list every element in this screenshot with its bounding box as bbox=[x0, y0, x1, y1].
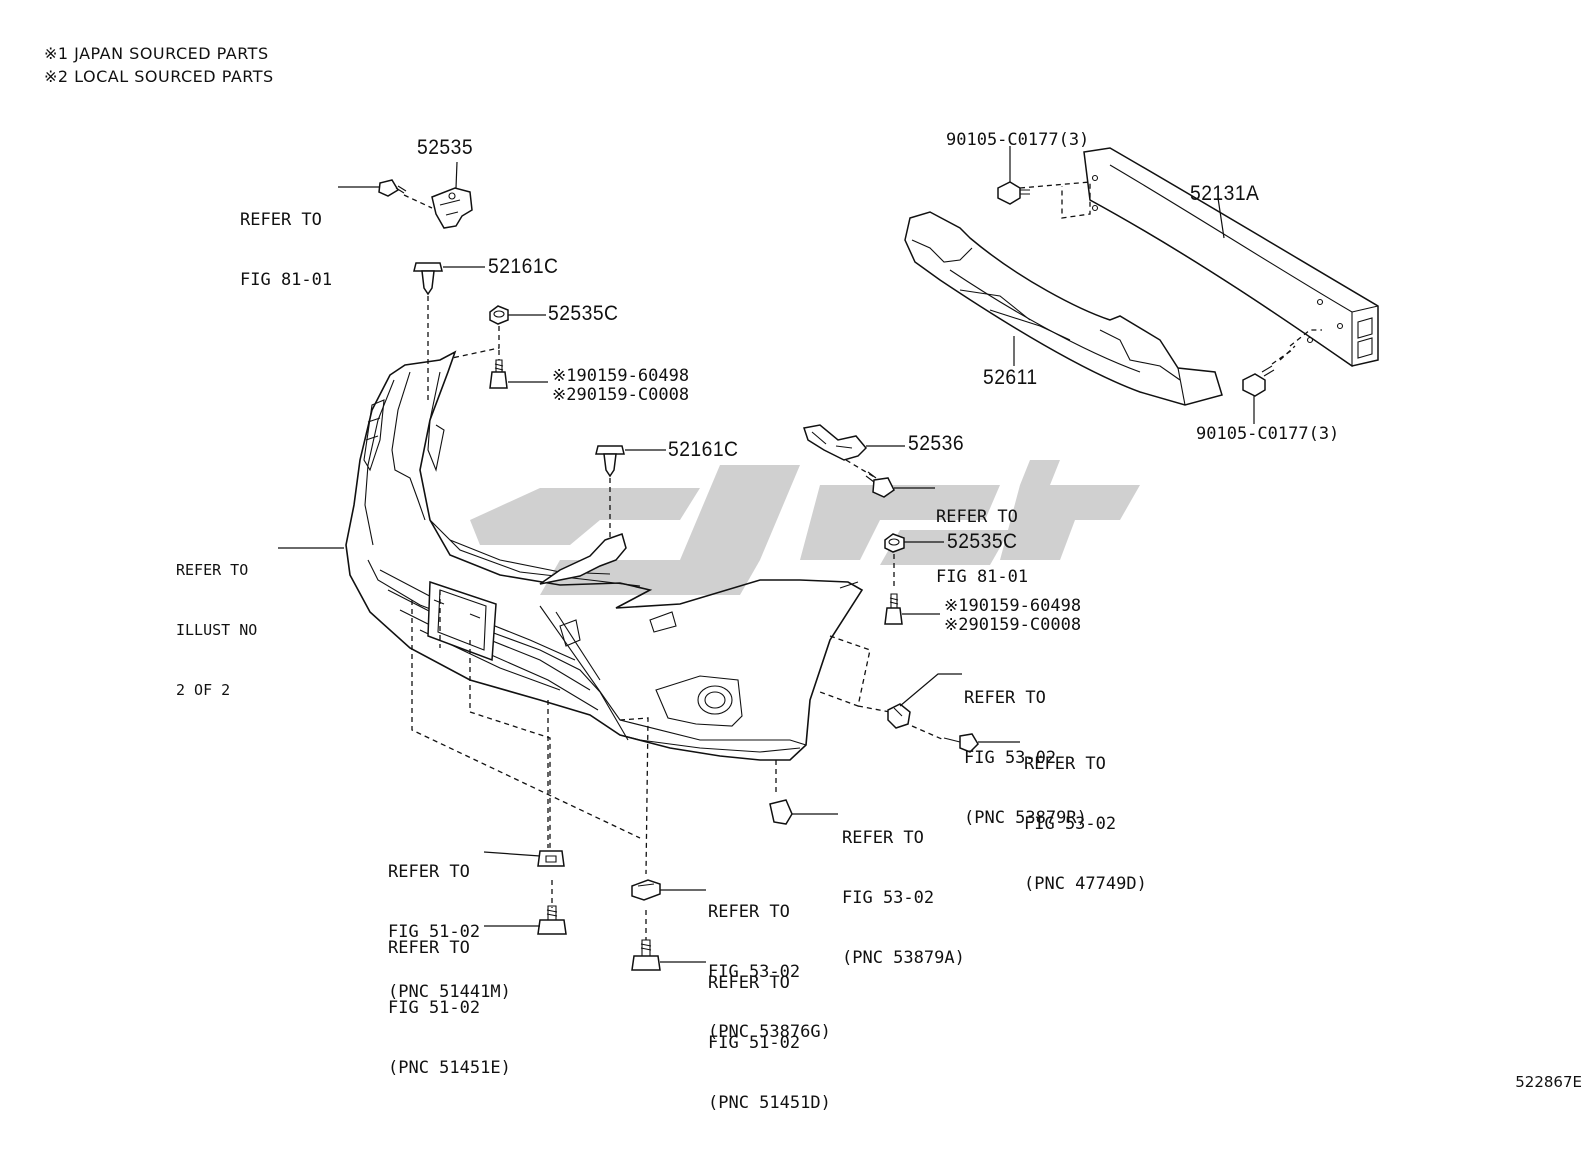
ref-line: REFER TO bbox=[388, 938, 470, 958]
note-local-sourced: ※2 LOCAL SOURCED PARTS bbox=[44, 67, 274, 86]
bolt-90159-mid bbox=[884, 593, 903, 625]
bolt-51451d bbox=[631, 939, 661, 971]
clip-53879a bbox=[769, 799, 793, 825]
ref-line: FIG 51-02 bbox=[388, 922, 481, 942]
clip-52161c-top bbox=[413, 262, 443, 296]
ref-line: REFER TO bbox=[1024, 754, 1106, 774]
bolt-90159-top bbox=[489, 359, 508, 389]
ref-line: REFER TO bbox=[964, 688, 1046, 708]
label-90105-top: 90105-C0177(3) bbox=[946, 130, 1090, 150]
label-52535c-mid: 52535C bbox=[947, 530, 1018, 553]
ref-line: FIG 81-01 bbox=[240, 270, 333, 290]
label-bolt-top-japan: ※190159-60498 bbox=[552, 366, 690, 386]
ref-line: REFER TO bbox=[176, 561, 249, 579]
ref-line: FIG 53-02 bbox=[842, 888, 935, 908]
exploded-view-drawing: .ln { fill: none; stroke: #111; stroke-w… bbox=[278, 146, 1379, 971]
ref-line: FIG 53-02 bbox=[964, 748, 1057, 768]
ref-line: FIG 51-02 bbox=[388, 998, 481, 1018]
ref-line: (PNC 51441M) bbox=[388, 982, 511, 1002]
clip-52161c-mid bbox=[595, 445, 625, 478]
bolt-fig81-right bbox=[865, 471, 895, 498]
bolt-51451e bbox=[537, 905, 567, 935]
label-52535c-top: 52535C bbox=[548, 302, 619, 325]
bolt-fig81-left bbox=[378, 179, 407, 197]
ref-fig51-51451e: REFER TO FIG 51-02 (PNC 51451E) bbox=[388, 898, 511, 1118]
ref-fig53-53876g: REFER TO FIG 53-02 (PNC 53876G) bbox=[708, 862, 831, 1082]
ref-fig81-right: REFER TO FIG 81-01 bbox=[936, 467, 1028, 627]
ref-line: 2 OF 2 bbox=[176, 681, 231, 699]
ref-line: REFER TO bbox=[388, 862, 470, 882]
label-52161c-mid: 52161C bbox=[668, 438, 739, 461]
label-bolt-mid-japan: ※190159-60498 bbox=[944, 596, 1082, 616]
ref-illust: REFER TO ILLUST NO 2 OF 2 bbox=[176, 520, 257, 740]
clip-51441m bbox=[537, 850, 565, 867]
label-52131a: 52131A bbox=[1190, 182, 1260, 205]
ref-fig53-53879r: REFER TO FIG 53-02 (PNC 53879R) bbox=[964, 648, 1087, 868]
clip-53876g bbox=[631, 879, 661, 901]
ref-line: REFER TO bbox=[240, 210, 322, 230]
ref-line: REFER TO bbox=[708, 973, 790, 993]
ref-line: (PNC 47749D) bbox=[1024, 874, 1147, 894]
ref-line: (PNC 51451D) bbox=[708, 1093, 831, 1113]
ref-line: REFER TO bbox=[708, 902, 790, 922]
ref-line: FIG 81-01 bbox=[936, 567, 1029, 587]
bumper-reinforcement-52131a bbox=[1083, 147, 1379, 368]
label-bolt-top-local: ※290159-C0008 bbox=[552, 385, 690, 405]
ref-fig53-53879a: REFER TO FIG 53-02 (PNC 53879A) bbox=[842, 788, 965, 1008]
ref-fig53-47749d: REFER TO FIG 53-02 (PNC 47749D) bbox=[1024, 714, 1147, 934]
nut-52535c-mid bbox=[884, 533, 905, 553]
label-bolt-mid-local: ※290159-C0008 bbox=[944, 615, 1082, 635]
note-japan-sourced: ※1 JAPAN SOURCED PARTS bbox=[44, 44, 269, 63]
ref-fig51-51451d: REFER TO FIG 51-02 (PNC 51451D) bbox=[708, 933, 831, 1153]
ref-fig81-left: REFER TO FIG 81-01 bbox=[240, 170, 332, 330]
bolt-90105-bottom bbox=[1242, 365, 1275, 397]
energy-absorber-52611 bbox=[904, 211, 1223, 406]
ref-line: ILLUST NO bbox=[176, 621, 258, 639]
ref-fig51-51441m: REFER TO FIG 51-02 (PNC 51441M) bbox=[388, 822, 511, 1042]
bolt-90105-top bbox=[997, 181, 1030, 205]
bracket-52535 bbox=[431, 187, 473, 229]
nut-52535c-top bbox=[489, 305, 509, 325]
front-bumper-cover bbox=[345, 350, 864, 761]
ref-line: FIG 53-02 bbox=[1024, 814, 1117, 834]
label-90105-bottom: 90105-C0177(3) bbox=[1196, 424, 1340, 444]
ref-line: (PNC 51451E) bbox=[388, 1058, 511, 1078]
parts-diagram: ※1 JAPAN SOURCED PARTS ※2 LOCAL SOURCED … bbox=[44, 42, 1582, 1113]
label-52161c-top: 52161C bbox=[488, 255, 559, 278]
ref-line: FIG 51-02 bbox=[708, 1033, 801, 1053]
ref-line: (PNC 53879A) bbox=[842, 948, 965, 968]
label-52535: 52535 bbox=[417, 136, 474, 159]
ref-line: (PNC 53876G) bbox=[708, 1022, 831, 1042]
sourcing-notes: ※1 JAPAN SOURCED PARTS ※2 LOCAL SOURCED … bbox=[44, 42, 274, 88]
clip-47749d bbox=[943, 733, 979, 753]
label-52536: 52536 bbox=[908, 432, 965, 455]
ref-line: FIG 53-02 bbox=[708, 962, 801, 982]
clip-53879r bbox=[887, 703, 911, 729]
ref-line: REFER TO bbox=[842, 828, 924, 848]
label-52611: 52611 bbox=[983, 366, 1038, 389]
bracket-52536 bbox=[803, 424, 868, 461]
ref-line: REFER TO bbox=[936, 507, 1018, 527]
ref-line: (PNC 53879R) bbox=[964, 808, 1087, 828]
illustration-id: 522867E bbox=[1515, 1073, 1582, 1091]
